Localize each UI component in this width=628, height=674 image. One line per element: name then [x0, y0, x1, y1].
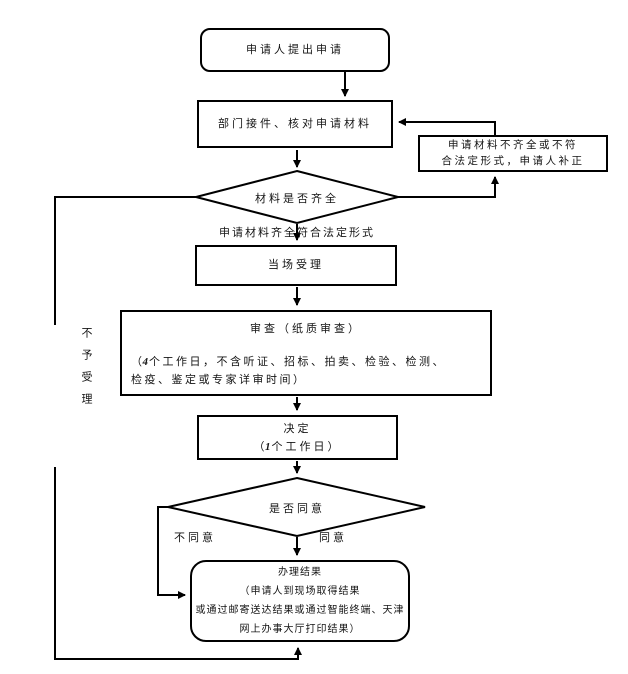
label-disagree: 不同意	[174, 532, 216, 544]
node-supplement: 申请材料不齐全或不符 合法定形式，申请人补正	[418, 135, 608, 172]
edge-check-supplement	[398, 176, 499, 198]
label-agree: 同意	[319, 532, 347, 544]
node-result-line2: （申请人到现场取得结果	[239, 586, 361, 597]
node-start-label: 申请人提出申请	[246, 43, 344, 56]
node-materials-check-label: 材料是否齐全	[255, 193, 339, 205]
node-materials-check-shape	[195, 169, 399, 225]
label-not-accepted: 不予受理	[80, 327, 92, 415]
edge-supplement-receive	[398, 118, 496, 135]
review-note-days: 4	[142, 356, 149, 368]
node-start: 申请人提出申请	[200, 28, 390, 72]
node-agree-check-shape	[167, 476, 426, 538]
edge-not-accepted-lower	[54, 467, 302, 660]
node-receive: 部门接件、核对申请材料	[197, 100, 393, 148]
node-accept: 当场受理	[195, 245, 397, 286]
node-accept-label: 当场受理	[268, 259, 324, 271]
node-supplement-line2: 合法定形式，申请人补正	[441, 155, 585, 167]
review-note-line2: 检疫、鉴定或专家详审时间）	[131, 374, 307, 386]
node-result-line1: 办理结果	[278, 567, 322, 578]
node-review-note: （4个工作日，不含听证、招标、拍卖、检验、检测、 检疫、鉴定或专家详审时间）	[122, 353, 490, 389]
review-note-line1: 个工作日，不含听证、招标、拍卖、检验、检测、	[149, 356, 446, 368]
node-review-title: 审查（纸质审查）	[250, 323, 362, 335]
node-agree-check-label: 是否同意	[269, 503, 325, 515]
node-decision-title: 决定	[283, 422, 312, 435]
decision-note-open: （	[253, 440, 265, 453]
node-review: 审查（纸质审查） （4个工作日，不含听证、招标、拍卖、检验、检测、 检疫、鉴定或…	[120, 310, 492, 396]
node-receive-label: 部门接件、核对申请材料	[218, 117, 372, 130]
node-decision: 决定 （1个工作日）	[197, 415, 398, 460]
edge-disagree-result	[157, 506, 186, 599]
node-supplement-line1: 申请材料不齐全或不符	[448, 139, 578, 151]
review-note-open: （	[131, 356, 143, 368]
label-complete: 申请材料齐全符合法定形式	[219, 227, 375, 239]
node-result-line3: 或通过邮寄送达结果或通过智能终端、天津	[195, 605, 405, 616]
edge-not-accepted-upper	[54, 196, 196, 325]
decision-note-days: 1	[265, 440, 272, 453]
decision-note-rest: 个工作日）	[271, 440, 342, 453]
node-result: 办理结果 （申请人到现场取得结果 或通过邮寄送达结果或通过智能终端、天津 网上办…	[190, 560, 410, 642]
node-result-line4: 网上办事大厅打印结果）	[239, 624, 361, 635]
node-decision-note: （1个工作日）	[254, 438, 342, 456]
